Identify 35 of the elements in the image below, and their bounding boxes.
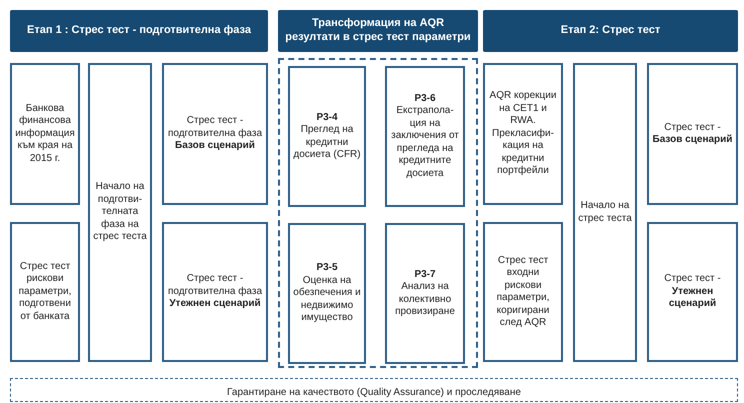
process-box — [288, 66, 366, 207]
stage-header: Трансформация на AQR резултати в стрес тест параметри — [278, 10, 478, 52]
process-box: Начало на стрес теста — [573, 63, 637, 362]
item-code: P3-5 — [316, 262, 338, 275]
process-box: AQR корекции на CET1 и RWA. Прекласифи-кация на кредитни портфейли — [483, 63, 563, 205]
scenario-label: Базов сценарий — [652, 134, 732, 146]
box-text: Преглед на кредитни досиета (CFR) — [292, 124, 362, 162]
item-code: P3-7 — [414, 268, 436, 281]
process-box — [385, 66, 465, 207]
box-text: Оценка на обезпечения и недвижимо имущество — [292, 274, 362, 325]
box-text: Стрес тест - подготвителна фаза — [166, 273, 264, 298]
box-text: Стрес тест - подготвителна фаза — [166, 115, 264, 140]
process-box: Стрес тест входни рискови параметри, коригирани след AQR — [483, 222, 563, 362]
box-text: Стрес тест - — [664, 122, 721, 134]
item-code: P3-6 — [414, 92, 436, 106]
box-text: Екстрапола-ция на заключения от прегледа на кредитните досиета — [390, 105, 460, 180]
process-box: Стрес тест рискови параметри, подготвени от банката — [10, 222, 80, 362]
group-frame — [278, 58, 478, 368]
process-box — [385, 223, 465, 364]
stage-header: Етап 1 : Стрес тест - подготвителна фаза — [10, 10, 268, 52]
box-text: Анализ на колективно провизиране — [394, 281, 456, 318]
process-box: Начало на подготви-телната фаза на стрес теста — [88, 63, 152, 362]
quality-assurance-band: Гарантиране на качеството (Quality Assurance) и проследяване — [10, 378, 738, 402]
process-box — [162, 222, 268, 362]
scenario-label: Базов сценарий — [175, 140, 255, 153]
scenario-label: Утежнен сценарий — [668, 286, 718, 311]
process-box — [288, 223, 366, 364]
process-box — [647, 63, 738, 205]
process-box — [647, 222, 738, 362]
stage-header: Етап 2: Стрес тест — [483, 10, 738, 52]
process-box: Банкова финансова информация към края на 2015 г. — [10, 63, 80, 205]
scenario-label: Утежнен сценарий — [169, 298, 261, 311]
process-box — [162, 63, 268, 205]
box-text: Стрес тест - — [664, 273, 721, 286]
item-code: P3-4 — [316, 112, 338, 124]
